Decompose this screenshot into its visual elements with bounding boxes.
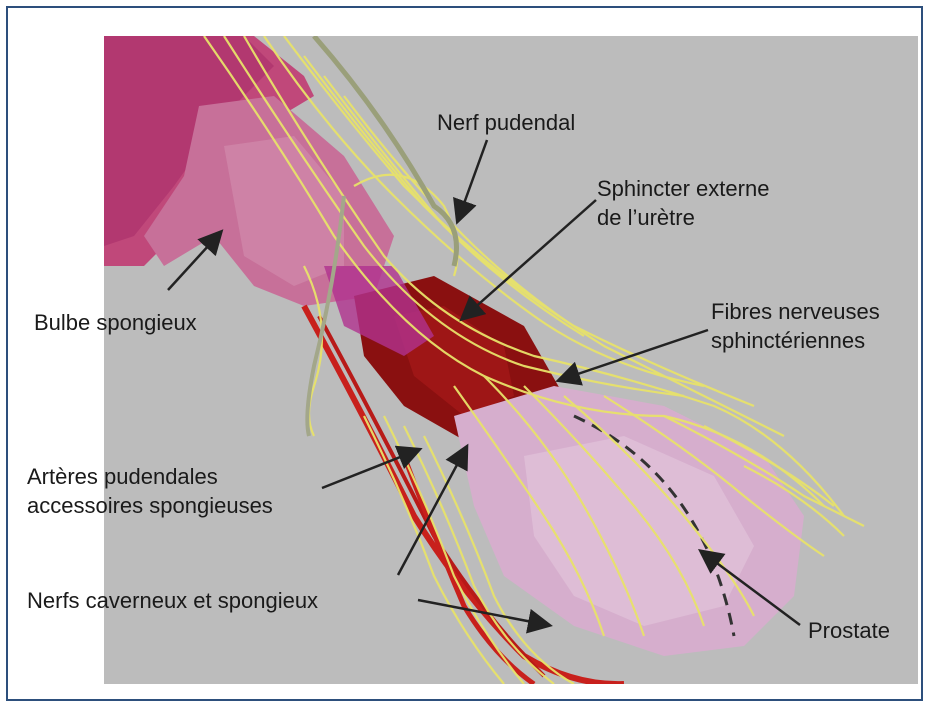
label-nerfs-caverneux: Nerfs caverneux et spongieux bbox=[27, 586, 318, 615]
label-sphincter-line1: Sphincter externe bbox=[597, 174, 769, 203]
label-nerf-pudendal-text: Nerf pudendal bbox=[437, 108, 575, 137]
label-fibres-line2: sphinctériennes bbox=[711, 326, 880, 355]
label-arteres-line2: accessoires spongieuses bbox=[27, 491, 273, 520]
label-bulbe: Bulbe spongieux bbox=[34, 308, 197, 337]
label-fibres: Fibres nerveuses sphinctériennes bbox=[711, 297, 880, 355]
label-prostate-text: Prostate bbox=[808, 616, 890, 645]
label-sphincter-line2: de l’urètre bbox=[597, 203, 769, 232]
label-bulbe-text: Bulbe spongieux bbox=[34, 308, 197, 337]
label-prostate: Prostate bbox=[808, 616, 890, 645]
label-arteres-line1: Artères pudendales bbox=[27, 462, 273, 491]
label-arteres: Artères pudendales accessoires spongieus… bbox=[27, 462, 273, 520]
label-nerf-pudendal: Nerf pudendal bbox=[437, 108, 575, 137]
label-fibres-line1: Fibres nerveuses bbox=[711, 297, 880, 326]
label-nerfs-caverneux-text: Nerfs caverneux et spongieux bbox=[27, 586, 318, 615]
label-sphincter: Sphincter externe de l’urètre bbox=[597, 174, 769, 232]
